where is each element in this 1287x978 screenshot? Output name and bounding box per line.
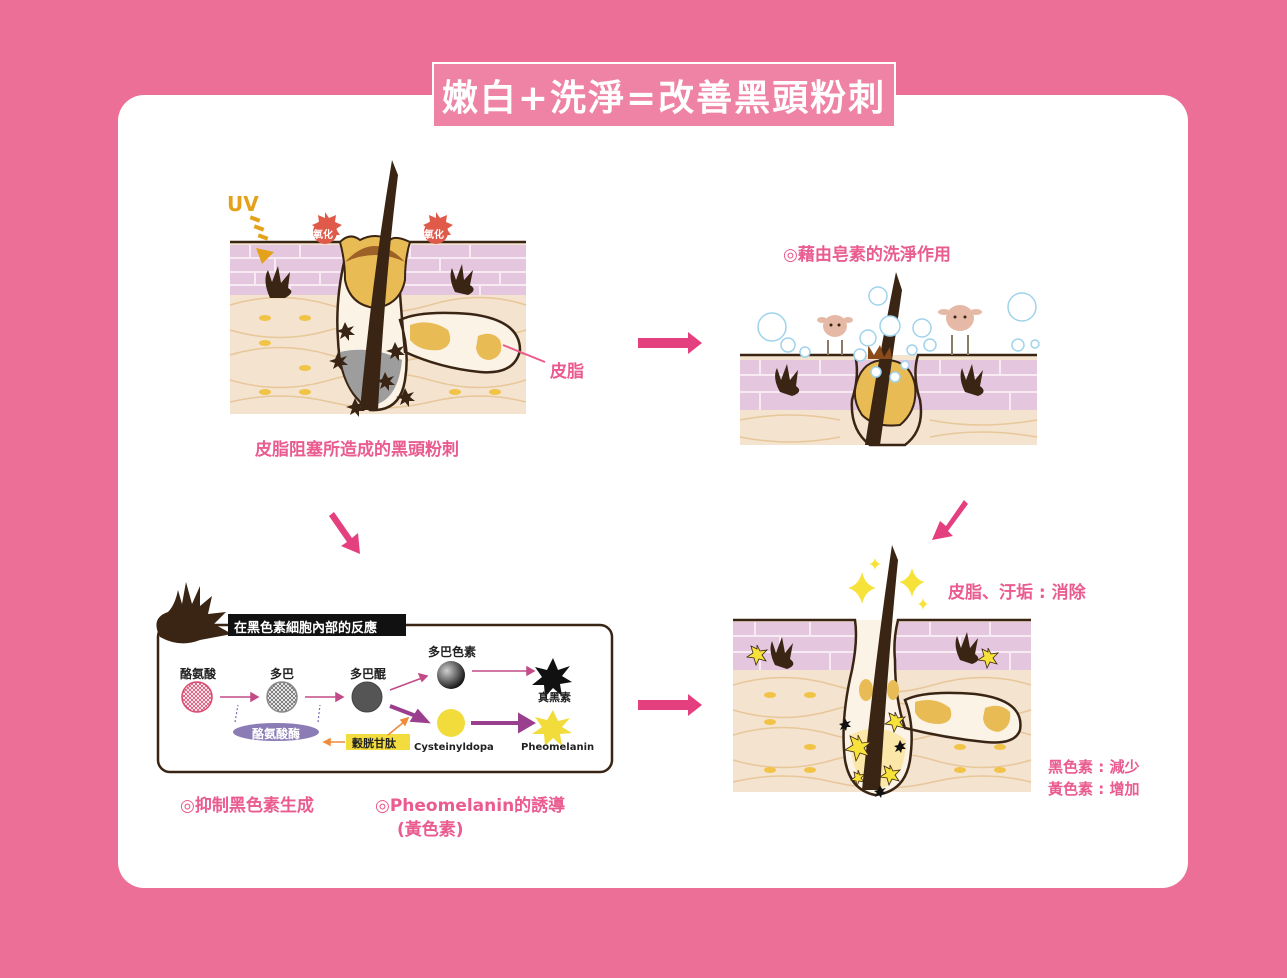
- uv-label: UV: [227, 192, 259, 216]
- label-tyrosinase: 酪氨酸酶: [252, 727, 301, 741]
- tyrosine-circle: [181, 681, 213, 713]
- skin-diagram-improved: [732, 545, 1032, 798]
- label-pheomelanin: Pheomelanin: [521, 742, 595, 753]
- caption-removed: 皮脂、汙垢 : 消除: [948, 583, 1086, 603]
- sparkle-icon: [848, 558, 928, 610]
- caption-suppress-melanin: ◎抑制黑色素生成: [180, 796, 314, 816]
- label-cysteinyldopa: Cysteinyldopa: [414, 742, 494, 753]
- flow-arrows: [329, 332, 968, 716]
- note-melanin-decrease: 黑色素 : 減少: [1048, 758, 1140, 776]
- sebum-pointer: [502, 344, 546, 363]
- uv-arrow: [249, 215, 274, 264]
- oxidation-badge: [423, 212, 453, 244]
- skin-diagram-blackhead: [229, 160, 546, 417]
- reaction-header: 在黑色素細胞內部的反應: [234, 621, 378, 636]
- caption-pheomelanin-induction: ◎Pheomelanin的誘導: [375, 796, 566, 816]
- dopaquinone-circle: [351, 681, 383, 713]
- arrow-down-left: [329, 512, 360, 554]
- soap-sheep-left: [817, 315, 853, 355]
- eumelanin-star: [532, 658, 572, 697]
- oxidation-label-right: 氧化: [424, 230, 444, 241]
- caption-yellow-pigment: (黃色素): [397, 820, 464, 840]
- caption-blackhead: 皮脂阻塞所造成的黑頭粉刺: [255, 440, 459, 460]
- label-dopachrome: 多巴色素: [428, 645, 477, 659]
- tyrosinase-pill: [233, 723, 319, 741]
- sebum-label: 皮脂: [550, 362, 584, 382]
- cysteinyldopa-circle: [437, 709, 465, 737]
- note-yellow-increase: 黃色素 : 增加: [1048, 780, 1140, 798]
- melanocyte-icon: [156, 582, 232, 644]
- melanocyte-reaction-box: [156, 582, 614, 774]
- dopa-circle: [266, 681, 298, 713]
- pheomelanin-star: [532, 710, 572, 746]
- oxidation-label-left: 氧化: [313, 230, 333, 241]
- oxidation-badge: [312, 212, 342, 244]
- soap-sheep-right: [938, 305, 982, 355]
- label-dopaquinone: 多巴醌: [350, 667, 387, 681]
- label-tyrosine: 酪氨酸: [180, 667, 217, 681]
- skin-diagram-cleansing: [739, 272, 1040, 447]
- dopachrome-circle: [437, 661, 465, 689]
- glutathione-tag: [346, 734, 410, 750]
- caption-cleansing: ◎藉由皂素的洗淨作用: [783, 245, 951, 265]
- page-title: 嫩白+洗淨=改善黑頭粉刺: [432, 62, 896, 128]
- arrow-down-right: [932, 500, 968, 540]
- arrow-right-top: [638, 332, 702, 354]
- label-dopa: 多巴: [270, 667, 295, 681]
- label-glutathione: 穀胱甘肽: [352, 737, 396, 750]
- arrow-right-bottom: [638, 694, 702, 716]
- label-eumelanin: 真黑素: [538, 691, 571, 704]
